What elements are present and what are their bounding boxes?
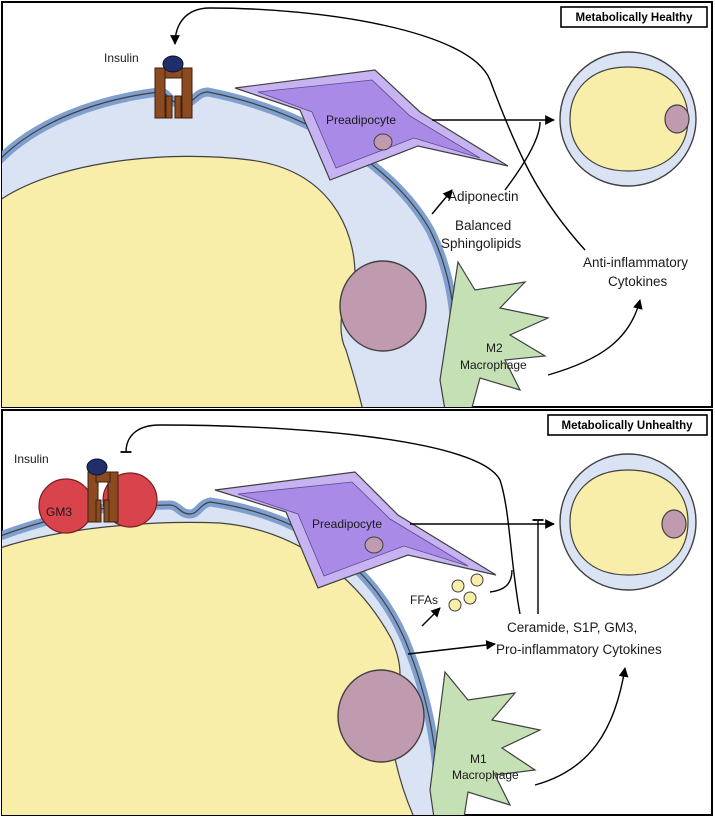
preadipocyte-label-unhealthy: Preadipocyte [312,517,382,531]
cytokines-label-1: Anti-inflammatory [583,255,688,270]
preadipocyte-unhealthy: Preadipocyte [214,471,497,589]
adiponectin-label: Adiponectin [448,189,519,204]
preadipocyte-label: Preadipocyte [326,113,396,127]
insulin-molecule-unhealthy [86,458,108,476]
mature-adipocyte-unhealthy [559,453,697,591]
arrow-adiponectin-to-differentiation [504,121,541,191]
insulin-label: Insulin [104,51,139,65]
ffas-label: FFAs [410,593,438,607]
m1-label-2: Macrophage [452,768,519,782]
unhealthy-title: Metabolically Unhealthy [561,420,693,432]
nucleus-unhealthy [337,669,425,763]
mature-adipocyte [559,51,697,187]
arrow-ffas [421,607,441,627]
sphingolipids-label-2: Sphingolipids [441,236,522,251]
healthy-title: Metabolically Healthy [576,12,694,24]
nucleus [339,260,427,352]
arrow-cell-to-mediators [407,640,496,655]
m1-label-1: M1 [470,752,487,766]
healthy-panel: Insulin Preadipocyte M2 Macrophage [1,1,713,408]
arrow-ffas-to-mediators [489,569,513,593]
lipid-droplet [2,155,363,407]
mediators-label-1: Ceramide, S1P, GM3, [507,620,637,635]
m2-label-1: M2 [486,341,503,355]
inhibition-mediators-to-insulin [120,424,521,615]
m1-macrophage: M1 Macrophage [429,670,542,815]
ffa-droplets [448,573,484,612]
m2-label-2: Macrophage [460,358,527,372]
sphingolipids-label-1: Balanced [455,218,511,233]
mediators-label-2: Pro-inflammatory Cytokines [496,642,662,657]
unhealthy-panel: GM3 Insulin Preadipocyte [1,409,713,816]
arrow-m1-to-mediators [534,667,629,786]
m2-macrophage: M2 Macrophage [439,260,550,407]
arrow-m2-to-cytokines [547,299,643,376]
arrow-adiponectin [431,189,453,215]
insulin-label-unhealthy: Insulin [14,452,49,466]
insulin-molecule [162,55,184,73]
insulin-receptor [154,67,193,119]
arrow-cytokines-to-insulin [170,7,586,251]
cytokines-label-2: Cytokines [608,274,668,289]
gm3-label: GM3 [46,505,72,519]
preadipocyte: Preadipocyte [234,69,509,181]
cell-membrane-outline [2,91,457,407]
